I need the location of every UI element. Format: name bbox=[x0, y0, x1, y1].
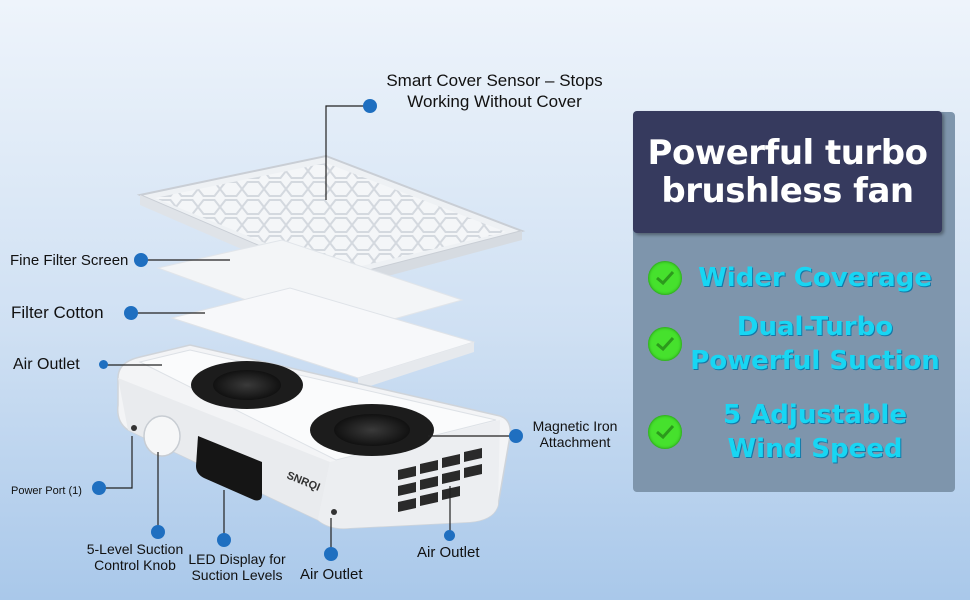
callout-led: LED Display for Suction Levels bbox=[188, 551, 286, 583]
callout-dot-led bbox=[217, 533, 231, 547]
feature-text: Wider Coverage bbox=[698, 263, 932, 293]
checkmark-icon bbox=[648, 415, 682, 449]
feature-panel-title: Powerful turbo brushless fan bbox=[647, 133, 928, 211]
callout-dot-filter-cotton bbox=[124, 306, 138, 320]
feature-panel-header: Powerful turbo brushless fan bbox=[633, 111, 942, 233]
callout-dot-magnetic bbox=[509, 429, 523, 443]
callout-dot-fine-filter bbox=[134, 253, 148, 267]
callout-magnetic: Magnetic Iron Attachment bbox=[532, 418, 618, 450]
callout-smart-cover: Smart Cover Sensor – Stops Working Witho… bbox=[386, 71, 603, 111]
device-body bbox=[116, 344, 512, 530]
callout-air-outlet-right: Air Outlet bbox=[417, 544, 480, 561]
callout-power-port: Power Port (1) bbox=[11, 485, 82, 497]
feature-text: Dual-Turbo Powerful Suction bbox=[690, 312, 940, 376]
callout-air-outlet-top: Air Outlet bbox=[13, 356, 80, 373]
checkmark-icon bbox=[648, 261, 682, 295]
callout-dot-air-outlet-top bbox=[99, 360, 108, 369]
callout-filter-cotton: Filter Cotton bbox=[11, 303, 104, 322]
feature-item-wind-speed: 5 Adjustable Wind Speed bbox=[648, 396, 948, 468]
callout-dot-air-outlet-bottom bbox=[324, 547, 338, 561]
callout-dot-smart-cover bbox=[363, 99, 377, 113]
checkmark-icon bbox=[648, 327, 682, 361]
callout-dot-air-outlet-right bbox=[444, 530, 455, 541]
callout-dot-knob bbox=[151, 525, 165, 539]
callout-dot-power-port bbox=[92, 481, 106, 495]
feature-item-coverage: Wider Coverage bbox=[648, 258, 948, 298]
product-illustration: SNRQI bbox=[97, 105, 526, 554]
callout-air-outlet-bottom: Air Outlet bbox=[300, 566, 363, 583]
feature-item-suction: Dual-Turbo Powerful Suction bbox=[648, 308, 948, 380]
feature-text: 5 Adjustable Wind Speed bbox=[723, 400, 907, 464]
filter-cotton-block bbox=[170, 287, 476, 390]
callout-fine-filter: Fine Filter Screen bbox=[10, 252, 129, 269]
callout-knob: 5-Level Suction Control Knob bbox=[86, 541, 184, 573]
leader-lines bbox=[97, 105, 516, 554]
